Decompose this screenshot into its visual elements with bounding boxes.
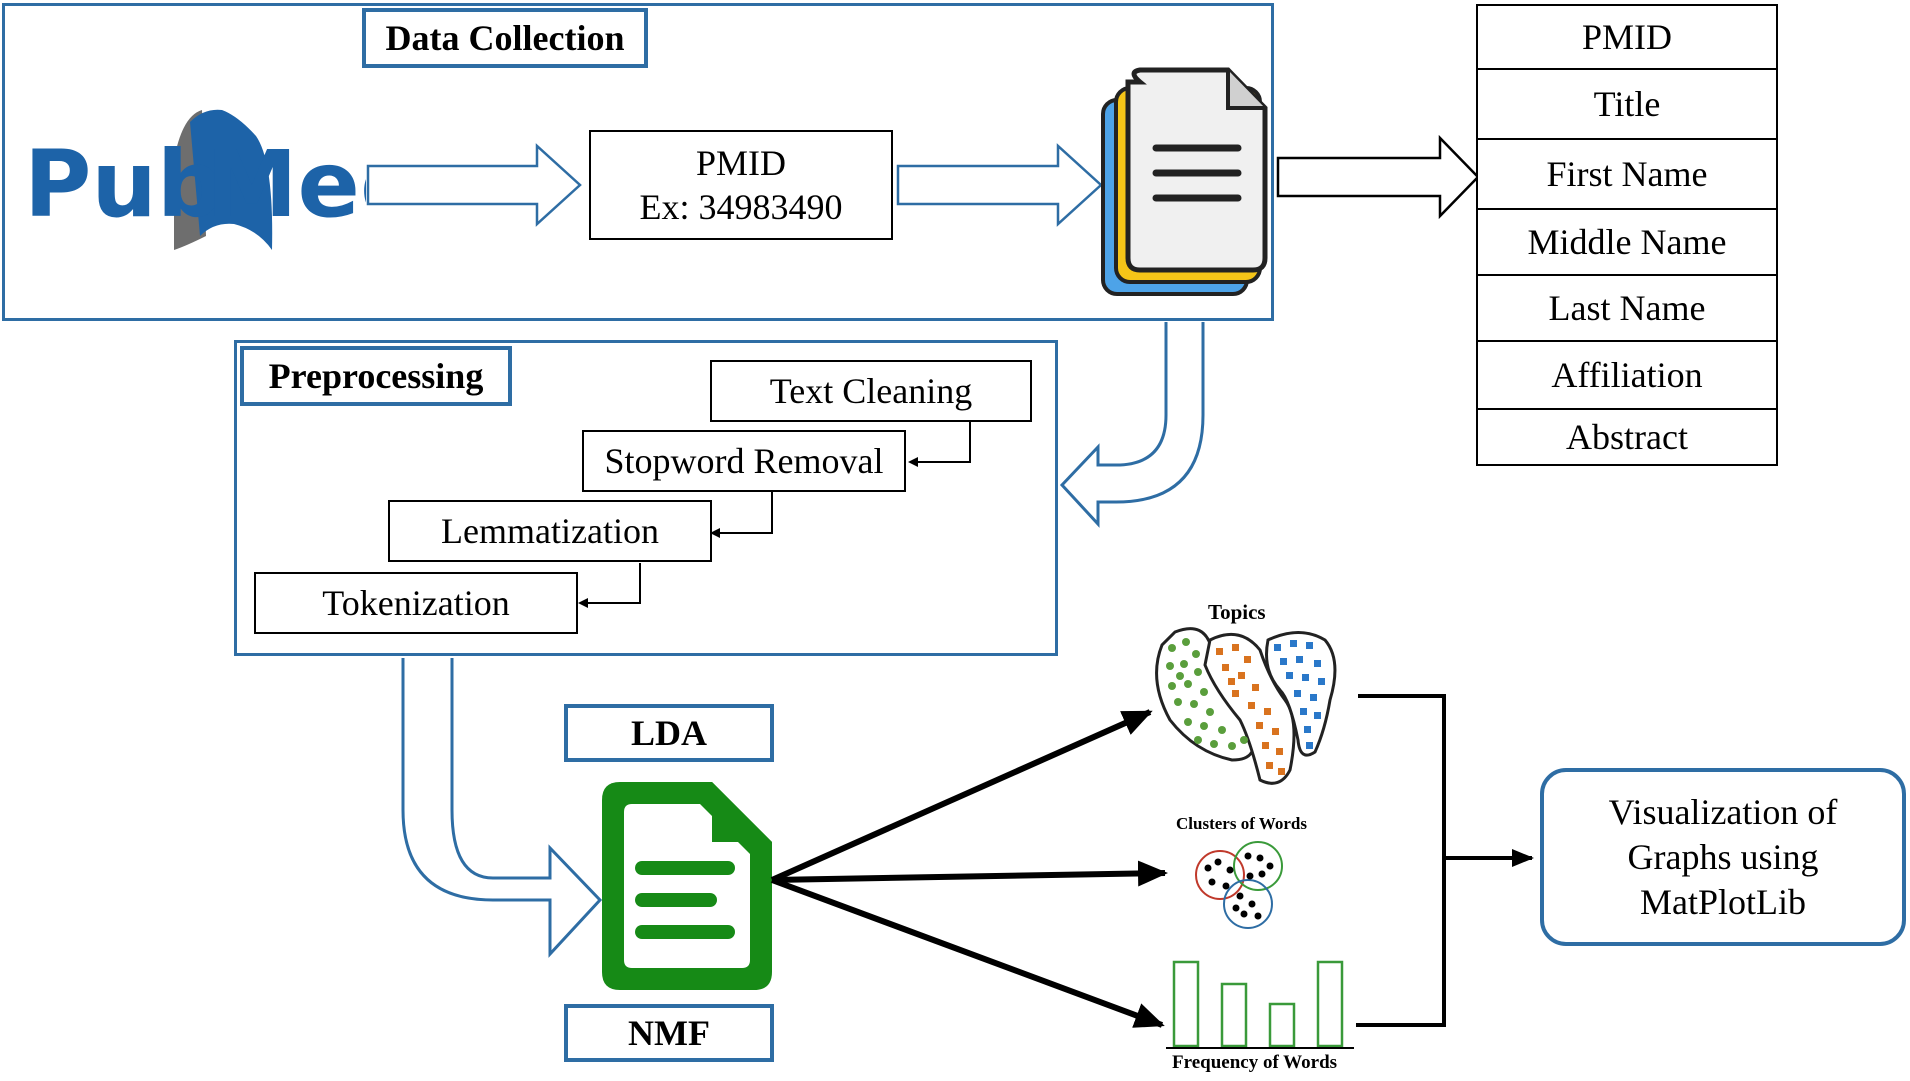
data-collection-frame xyxy=(2,3,1274,321)
field-pmid: PMID xyxy=(1476,6,1778,70)
field-middle-name: Middle Name xyxy=(1476,210,1778,276)
arrow-model-to-clusters xyxy=(771,860,1168,887)
clusters-caption: Clusters of Words xyxy=(1176,814,1307,833)
topics-caption: Topics xyxy=(1208,600,1266,624)
arrow-docs-to-preprocessing xyxy=(1059,322,1205,528)
documents-icon xyxy=(1101,67,1268,296)
frequency-caption: Frequency of Words xyxy=(1172,1052,1338,1073)
pubmed-logo-text-left: Pub xyxy=(24,131,223,238)
step-lemmatization: Lemmatization xyxy=(388,500,712,562)
visualization-line-3: MatPlotLib xyxy=(1639,881,1806,922)
pubmed-logo: Pub Med xyxy=(24,100,426,256)
visualization-line-2: Graphs using xyxy=(1627,836,1819,877)
arrow-pmid-to-docs xyxy=(896,143,1103,227)
pmid-example-box: PMID Ex: 34983490 xyxy=(589,130,893,240)
arrow-model-to-frequency xyxy=(770,877,1165,1028)
step-text-cleaning: Text Cleaning xyxy=(710,360,1032,422)
clusters-venn-graphic xyxy=(1195,841,1283,929)
pmid-example-value: Ex: 34983490 xyxy=(639,187,843,227)
pmid-label: PMID xyxy=(695,143,787,183)
step-tokenization: Tokenization xyxy=(254,572,578,634)
visualization-box: Visualization of Graphs using MatPlotLib xyxy=(1540,768,1906,946)
preprocessing-frame xyxy=(234,340,1058,656)
field-abstract: Abstract xyxy=(1476,410,1778,464)
connector-stopword-to-lemmatization xyxy=(710,492,773,538)
visualization-line-1: Visualization of xyxy=(1608,791,1838,832)
step-stopword-removal: Stopword Removal xyxy=(582,430,906,492)
preprocessing-title: Preprocessing xyxy=(240,346,512,406)
field-affiliation: Affiliation xyxy=(1476,342,1778,410)
connector-cleaning-to-stopword xyxy=(908,422,971,467)
arrow-logo-to-pmid xyxy=(366,143,582,227)
model-lda-label: LDA xyxy=(564,704,774,762)
data-collection-title: Data Collection xyxy=(362,8,648,68)
model-nmf-label: NMF xyxy=(564,1004,774,1062)
pubmed-logo-text-right: Med xyxy=(206,131,366,238)
field-last-name: Last Name xyxy=(1476,276,1778,342)
arrow-preprocessing-to-models xyxy=(401,658,603,958)
arrow-docs-to-fields xyxy=(1276,134,1480,220)
model-document-icon xyxy=(602,782,772,990)
field-title: Title xyxy=(1476,70,1778,140)
connector-topics-to-merge xyxy=(1356,694,1446,1027)
frequency-bar-graphic xyxy=(1166,960,1354,1049)
topics-cluster-graphic xyxy=(1155,627,1337,785)
connector-lemmatization-to-tokenization xyxy=(578,563,641,608)
arrow-model-to-topics xyxy=(770,709,1153,883)
field-first-name: First Name xyxy=(1476,140,1778,210)
